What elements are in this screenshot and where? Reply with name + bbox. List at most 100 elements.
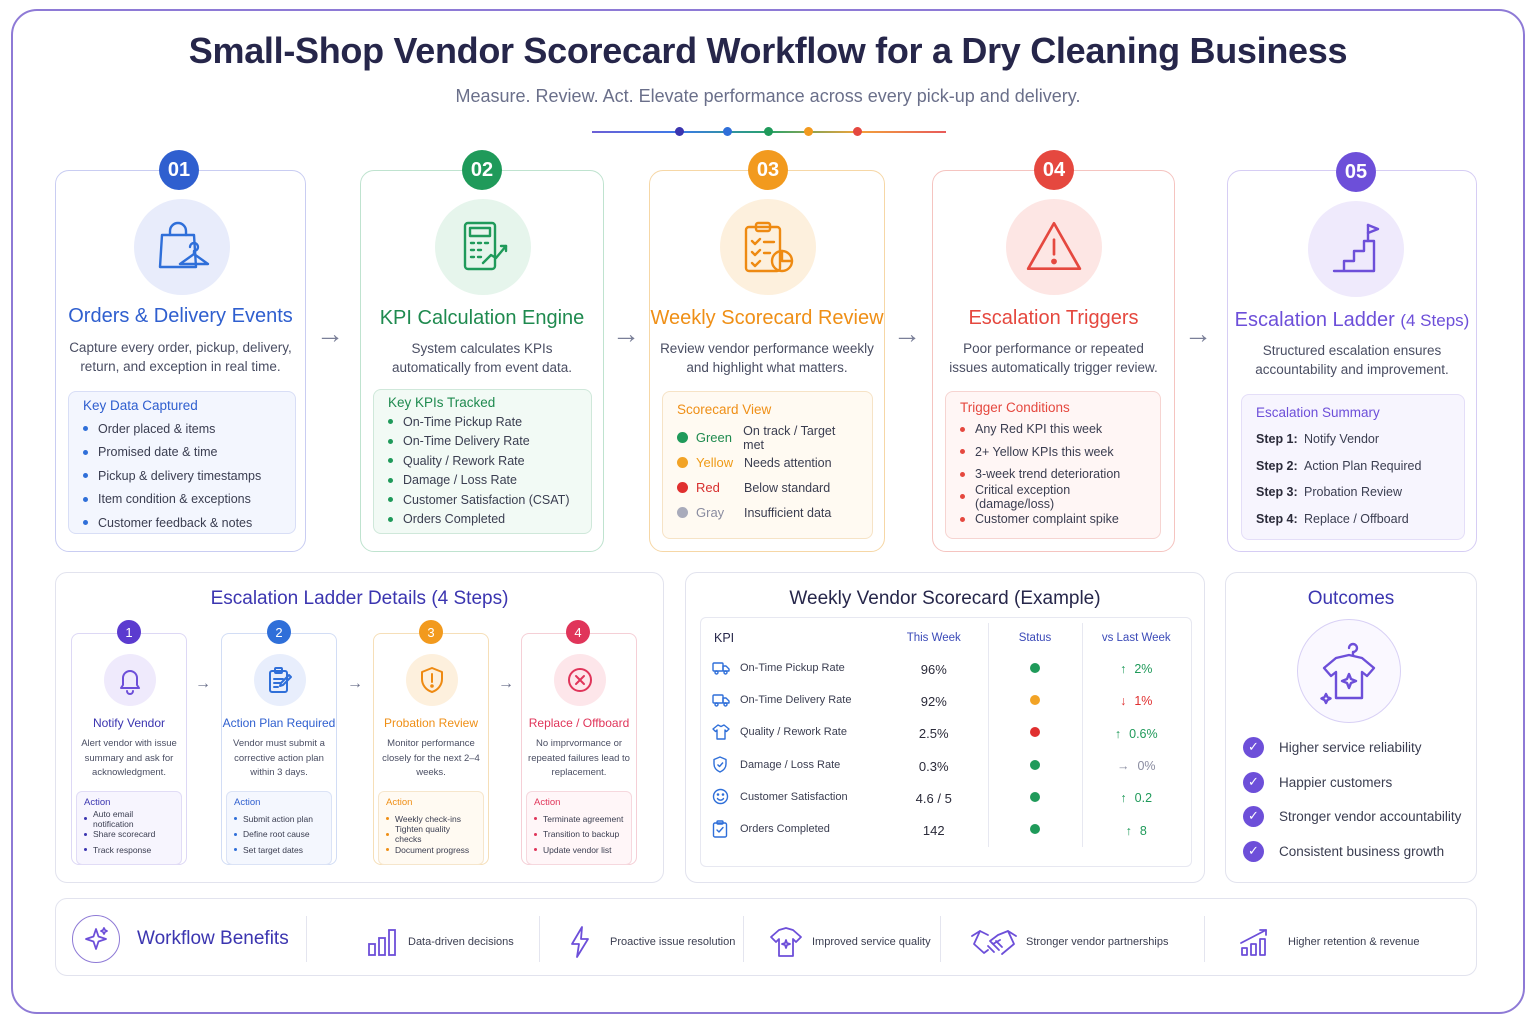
list-item: On-Time Delivery Rate (388, 432, 577, 452)
status-cell (987, 685, 1082, 718)
list-item: Critical exception (damage/loss) (960, 483, 1146, 511)
arrow-right-icon: → (316, 318, 344, 349)
column-header: KPI (714, 631, 735, 645)
list-item: Auto email notification (84, 809, 174, 829)
change-cell: →0% (1081, 749, 1190, 783)
shirt-icon (768, 925, 804, 959)
stairs-flag-icon (1308, 201, 1404, 297)
smile-icon (712, 788, 740, 805)
kpi-name-cell: Customer Satisfaction (702, 782, 880, 814)
trend-arrow-icon: ↑ (1120, 662, 1127, 677)
this-week-cell: 96% (920, 661, 947, 677)
column-header: vs Last Week (1081, 623, 1190, 653)
change-cell: ↑8 (1081, 814, 1190, 847)
list-item: Pickup & delivery timestamps (83, 464, 281, 488)
arrow-right-icon: → (893, 318, 921, 349)
shirt-icon (712, 724, 740, 740)
stage-card-kpi-engine: KPI Calculation Engine System calculates… (360, 170, 604, 552)
kpi-name-cell: Damage / Loss Rate (702, 750, 880, 782)
status-dot-green (1030, 791, 1040, 802)
ladder-step-3: Probation Review Monitor performance clo… (373, 633, 489, 865)
stage-title: Escalation Ladder (4 Steps) (1234, 309, 1470, 331)
list-item: 2+ Yellow KPIs this week (960, 441, 1146, 464)
bar-chart-icon (366, 926, 400, 958)
divider (743, 916, 744, 962)
step-number-badge: 3 (419, 620, 443, 644)
scorecard-view-box: Scorecard View Green On track / Target m… (662, 391, 873, 539)
step-action-box: Action Submit action plan Define root ca… (226, 791, 332, 865)
stage-card-orders: Orders & Delivery Events Capture every o… (55, 170, 306, 552)
legend-gray: Gray Insufficient data (677, 500, 858, 525)
list-item: Document progress (386, 842, 476, 858)
stage-card-scorecard-review: Weekly Scorecard Review Review vendor pe… (649, 170, 885, 552)
status-dot-green (1030, 824, 1040, 835)
stage-number-badge: 03 (748, 150, 788, 190)
summary-step: Step 2:Action Plan Required (1256, 458, 1422, 473)
check-icon: ✓ (1243, 736, 1264, 758)
divider-dot (853, 127, 862, 136)
panel-title: Outcomes (1307, 588, 1395, 609)
ladder-step-4: Replace / Offboard No imprvormance or re… (521, 633, 637, 865)
divider (1204, 916, 1205, 962)
divider-dot (764, 127, 773, 136)
list-item: Terminate agreement (534, 811, 624, 827)
stage-card-escalation-triggers: Escalation Triggers Poor performance or … (932, 170, 1175, 552)
stage-description: Structured escalation ensures accountabi… (1255, 343, 1449, 377)
list-item: Tighten quality checks (386, 824, 476, 844)
step-description: Monitor performance closely for the next… (382, 738, 480, 778)
panel-title: Weekly Vendor Scorecard (Example) (789, 588, 1101, 609)
step-title: Action Plan Required (222, 716, 336, 730)
change-cell: ↑0.2 (1081, 782, 1190, 815)
stage-description: Poor performance or repeated issues auto… (949, 341, 1158, 375)
clipboard-edit-icon (254, 654, 306, 706)
box-title: Scorecard View (677, 402, 772, 417)
list-item: 3-week trend deterioration (960, 463, 1146, 486)
truck-icon (712, 693, 740, 707)
box-title: Trigger Conditions (960, 400, 1070, 415)
trend-arrow-icon: ↓ (1120, 694, 1127, 709)
step-description: No imprvormance or repeated failures lea… (528, 738, 630, 778)
trend-arrow-icon: ↑ (1114, 726, 1122, 741)
panel-title: Escalation Ladder Details (4 Steps) (210, 588, 509, 609)
list-item: Any Red KPI this week (960, 418, 1146, 441)
step-action-box: Action Terminate agreement Transition to… (526, 791, 632, 865)
kpi-name-cell: Quality / Rework Rate (702, 718, 880, 750)
status-cell (987, 814, 1082, 847)
outcome-item: ✓Consistent business growth (1243, 840, 1444, 862)
box-title: Key Data Captured (83, 398, 198, 413)
list-item: Transition to backup (534, 827, 624, 843)
check-icon: ✓ (1243, 840, 1264, 862)
stage-number-badge: 02 (462, 150, 502, 190)
table-row: Damage / Loss Rate 0.3% →0% (702, 749, 1190, 783)
bell-icon (104, 654, 156, 706)
divider-dot (723, 127, 732, 136)
list-item: Customer feedback & notes (83, 511, 281, 535)
step-title: Replace / Offboard (528, 716, 630, 730)
this-week-cell: 0.3% (918, 758, 949, 774)
outcome-item: ✓Stronger vendor accountability (1243, 805, 1461, 827)
benefit-item: Stronger vendor partnerships (970, 922, 1168, 962)
page-title: Small-Shop Vendor Scorecard Workflow for… (188, 30, 1348, 71)
trigger-conditions-box: Trigger Conditions Any Red KPI this week… (945, 391, 1161, 539)
step-number-badge: 2 (267, 620, 291, 644)
column-header: This Week (906, 632, 961, 644)
step-description: Vendor must submit a corrective action p… (233, 738, 325, 778)
list-item: Quality / Rework Rate (388, 451, 577, 471)
scorecard-table: KPI This Week Status vs Last Week On-Tim… (702, 623, 1190, 847)
benefit-item: Improved service quality (768, 922, 931, 962)
step-number-badge: 1 (117, 620, 141, 644)
clipboard-checklist-icon (720, 199, 816, 295)
status-cell (987, 653, 1082, 686)
divider (940, 916, 941, 962)
summary-step: Step 3:Probation Review (1256, 485, 1402, 500)
kpi-name-cell: On-Time Delivery Rate (702, 685, 880, 717)
list-item: Share scorecard (84, 827, 174, 843)
growth-chart-icon (1238, 926, 1272, 958)
divider (539, 916, 540, 962)
arrow-right-icon: → (612, 318, 640, 349)
check-icon: ✓ (1243, 771, 1264, 793)
divider-dot (804, 127, 813, 136)
